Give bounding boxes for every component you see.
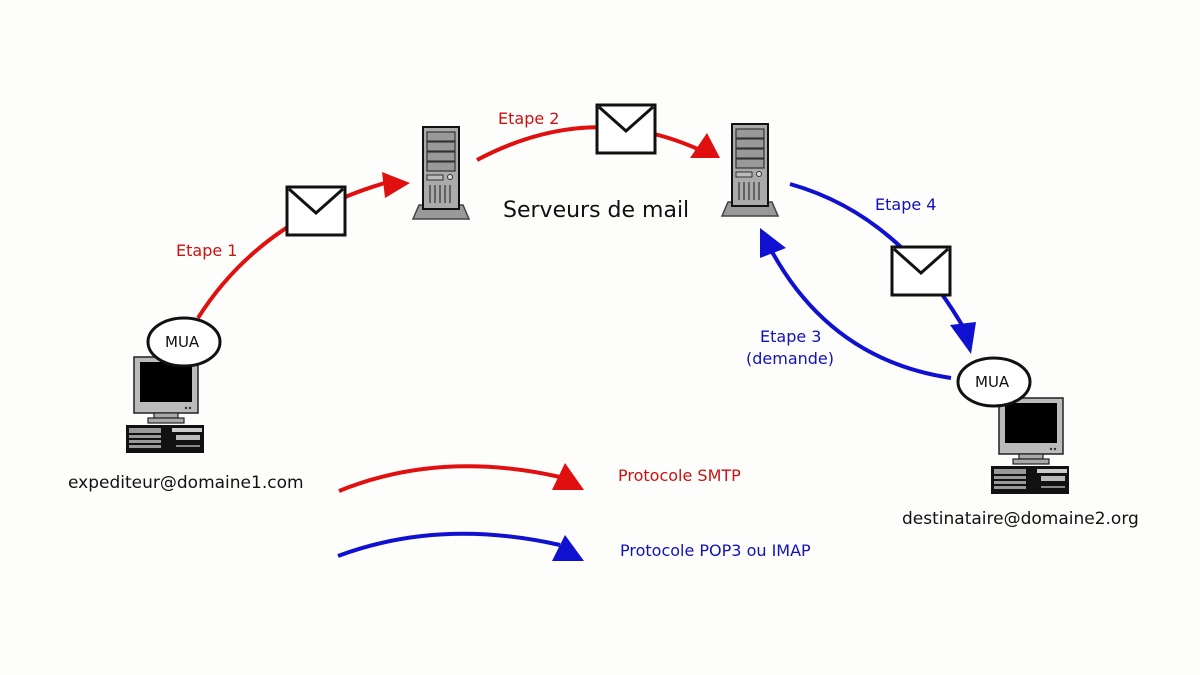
- sender-address: expediteur@domaine1.com: [68, 473, 304, 493]
- sender-computer-icon: [125, 356, 205, 454]
- recipient-address: destinataire@domaine2.org: [902, 509, 1139, 529]
- legend-smtp-arrowhead: [552, 463, 584, 490]
- recipient-mua-bubble: [956, 356, 1032, 408]
- legend-pop-imap-arrowhead: [552, 535, 584, 561]
- servers-caption: Serveurs de mail: [503, 198, 690, 223]
- sender-mua-label: MUA: [165, 333, 200, 351]
- step4-arrowhead: [950, 322, 976, 354]
- step2-arrow: [476, 125, 701, 162]
- mail-server-2: [721, 123, 779, 217]
- step1-label: Etape 1: [176, 241, 238, 260]
- step3-arrowhead: [760, 228, 786, 258]
- mail-server-1: [412, 126, 470, 220]
- step1-arrow: [196, 181, 386, 320]
- envelope-icon-step1: [285, 185, 347, 237]
- step3-label: Etape 3: [760, 327, 822, 346]
- recipient-mua-label: MUA: [975, 373, 1010, 391]
- legend-smtp-arrow: [338, 464, 561, 493]
- envelope-icon-step2: [595, 103, 657, 155]
- step3-arrow: [768, 247, 952, 380]
- legend-pop-imap-label: Protocole POP3 ou IMAP: [620, 541, 811, 560]
- legend-smtp-label: Protocole SMTP: [618, 466, 741, 485]
- step4-label: Etape 4: [875, 195, 937, 214]
- envelope-icon-step4: [890, 245, 952, 297]
- step1-arrowhead: [382, 172, 410, 198]
- step2-label: Etape 2: [498, 109, 560, 128]
- step3-sublabel: (demande): [746, 349, 835, 368]
- step4-arrow: [789, 182, 968, 333]
- recipient-computer-icon: [990, 397, 1070, 495]
- sender-mua-bubble: [146, 316, 222, 368]
- legend-pop-imap-arrow: [337, 531, 561, 558]
- step2-arrowhead: [690, 133, 720, 158]
